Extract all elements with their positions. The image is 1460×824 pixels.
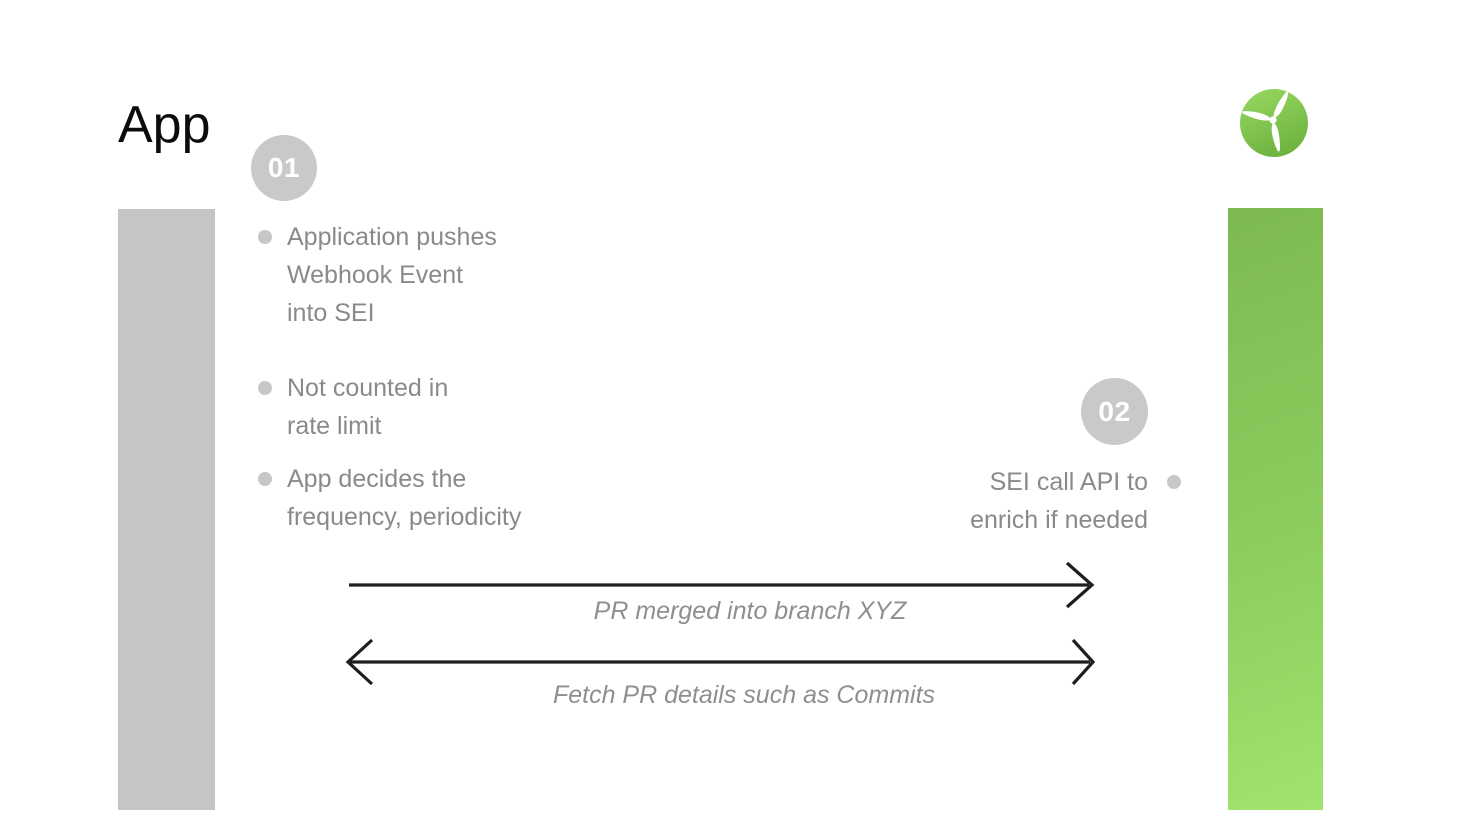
arrow-label: Fetch PR details such as Commits (552, 681, 936, 709)
bullet-dot-icon (258, 472, 272, 486)
list-item: App decides the frequency, periodicity (258, 460, 521, 536)
app-lane-bar (118, 209, 215, 810)
list-item: Not counted in rate limit (258, 369, 448, 445)
bullet-line: Application pushes (287, 223, 497, 251)
bullet-line: SEI call API to (989, 468, 1148, 496)
page-title: App (118, 96, 211, 154)
sei-lane-bar (1228, 208, 1323, 810)
bullet-line: App decides the (287, 465, 467, 493)
bullet-dot-icon (1167, 475, 1181, 489)
flow-arrows (345, 561, 1096, 686)
bullet-dot-icon (258, 381, 272, 395)
arrow-both-icon (345, 638, 1096, 686)
list-item: Application pushes Webhook Event into SE… (258, 218, 497, 332)
bullet-line: enrich if needed (970, 506, 1148, 534)
propeller-icon (1240, 89, 1308, 157)
bullet-line: Webhook Event (287, 261, 464, 289)
step-2-badge: 02 (1081, 378, 1148, 445)
bullet-line: rate limit (287, 412, 382, 440)
bullet-dot-icon (258, 230, 272, 244)
bullet-line: Not counted in (287, 374, 449, 402)
bullet-line: frequency, periodicity (287, 503, 522, 531)
step-1-badge: 01 (251, 135, 317, 201)
list-item: SEI call API to enrich if needed (970, 463, 1181, 539)
arrow-label: PR merged into branch XYZ (593, 597, 907, 625)
arrow-right-icon (349, 561, 1095, 609)
bullet-line: into SEI (287, 299, 375, 327)
